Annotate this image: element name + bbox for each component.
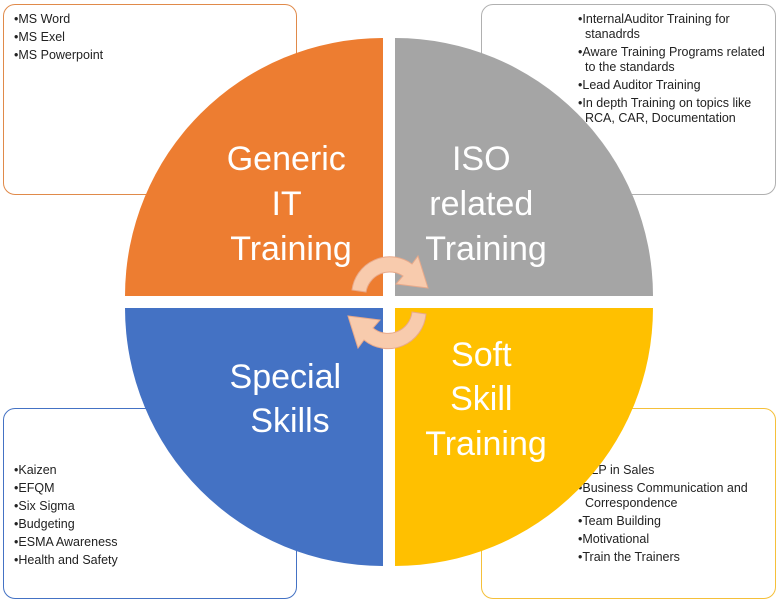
soft-skill-label: Soft Skill Training — [425, 336, 547, 463]
list-item: Health and Safety — [14, 553, 286, 568]
iso-label-line: Training — [425, 230, 547, 268]
list-item: NLP in Sales — [578, 463, 767, 478]
arrow-top-icon — [351, 254, 429, 293]
list-item: EFQM — [14, 481, 286, 496]
iso-quadrant — [395, 38, 653, 296]
generic-it-quadrant — [125, 38, 383, 296]
soft-skill-label-line: Skill — [450, 380, 512, 418]
generic-it-label: Generic IT Training — [227, 140, 356, 268]
generic-it-items-list: MS Word MS Exel MS Powerpoint — [14, 12, 286, 63]
generic-it-label-line: Training — [230, 230, 352, 268]
soft-skill-items-list: NLP in Sales Business Communication and … — [578, 463, 767, 565]
list-item: In depth Training on topics like RCA, CA… — [578, 96, 767, 126]
list-item: Motivational — [578, 532, 767, 547]
special-skills-label-line: Special — [230, 358, 342, 396]
list-item: InternalAuditor Training for stanadrds — [578, 12, 767, 42]
list-item: Aware Training Programs related to the s… — [578, 45, 767, 75]
list-item: Train the Trainers — [578, 550, 767, 565]
generic-it-label-line: IT — [271, 185, 301, 223]
list-item: Lead Auditor Training — [578, 78, 767, 93]
iso-items-list: InternalAuditor Training for stanadrds A… — [578, 12, 767, 126]
special-skills-label: Special Skills — [230, 358, 351, 440]
list-item: MS Powerpoint — [14, 48, 286, 63]
arrow-bottom-icon — [347, 311, 427, 350]
soft-skill-label-line: Training — [425, 425, 547, 463]
special-skills-items-list: Kaizen EFQM Six Sigma Budgeting ESMA Awa… — [14, 463, 286, 568]
generic-it-label-line: Generic — [227, 140, 346, 178]
list-item: ESMA Awareness — [14, 535, 286, 550]
soft-skill-quadrant — [395, 308, 653, 566]
list-item: Business Communication and Correspondenc… — [578, 481, 767, 511]
list-item: Kaizen — [14, 463, 286, 478]
soft-skill-label-line: Soft — [451, 336, 512, 374]
list-item: Team Building — [578, 514, 767, 529]
iso-label: ISO related Training — [425, 140, 547, 268]
iso-label-line: ISO — [452, 140, 511, 178]
special-skills-label-line: Skills — [250, 402, 329, 440]
list-item: MS Exel — [14, 30, 286, 45]
list-item: Budgeting — [14, 517, 286, 532]
special-skills-quadrant — [125, 308, 383, 566]
list-item: Six Sigma — [14, 499, 286, 514]
circular-arrows-icon — [347, 254, 429, 350]
list-item: MS Word — [14, 12, 286, 27]
iso-label-line: related — [429, 185, 533, 223]
